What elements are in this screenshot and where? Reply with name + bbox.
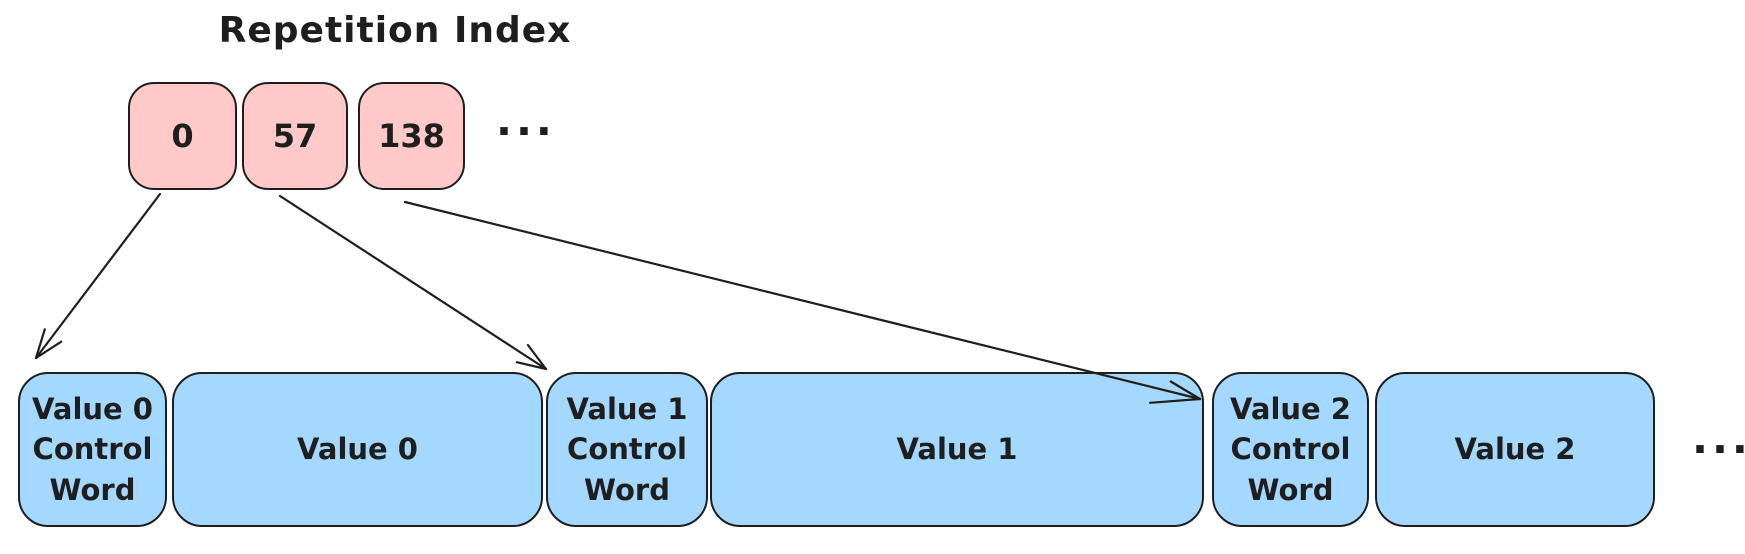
stream-ellipsis: ... — [1692, 414, 1745, 463]
block-value-0: Value 0 — [172, 372, 543, 527]
block-value-0-control-word: Value 0 Control Word — [18, 372, 167, 527]
block-value-1: Value 1 — [710, 372, 1204, 527]
arrow-index57-to-control-word-1 — [278, 194, 548, 371]
block-value-2-label: Value 2 — [1454, 432, 1576, 467]
block-value-2-control-word: Value 2 Control Word — [1212, 372, 1369, 527]
repetition-index-cell-0: 0 — [128, 82, 237, 190]
repetition-index-cell-1-label: 57 — [272, 117, 318, 155]
block-value-1-control-word-label: Value 1 Control Word — [566, 391, 688, 507]
block-value-2-control-word-label: Value 2 Control Word — [1230, 391, 1351, 507]
diagram-title: Repetition Index — [218, 10, 572, 51]
block-value-0-control-word-label: Value 0 Control Word — [32, 391, 153, 507]
repetition-index-cell-2-label: 138 — [378, 117, 445, 155]
repetition-index-cell-1: 57 — [242, 82, 348, 190]
arrow-index0-to-control-word-0 — [34, 192, 162, 360]
block-value-0-label: Value 0 — [297, 432, 418, 467]
repetition-index-cell-2: 138 — [358, 82, 465, 190]
block-value-1-label: Value 1 — [896, 432, 1018, 467]
block-value-2: Value 2 — [1375, 372, 1655, 527]
repetition-index-cell-0-label: 0 — [171, 117, 194, 155]
block-value-1-control-word: Value 1 Control Word — [546, 372, 708, 527]
repetition-index-ellipsis: ... — [496, 96, 556, 145]
